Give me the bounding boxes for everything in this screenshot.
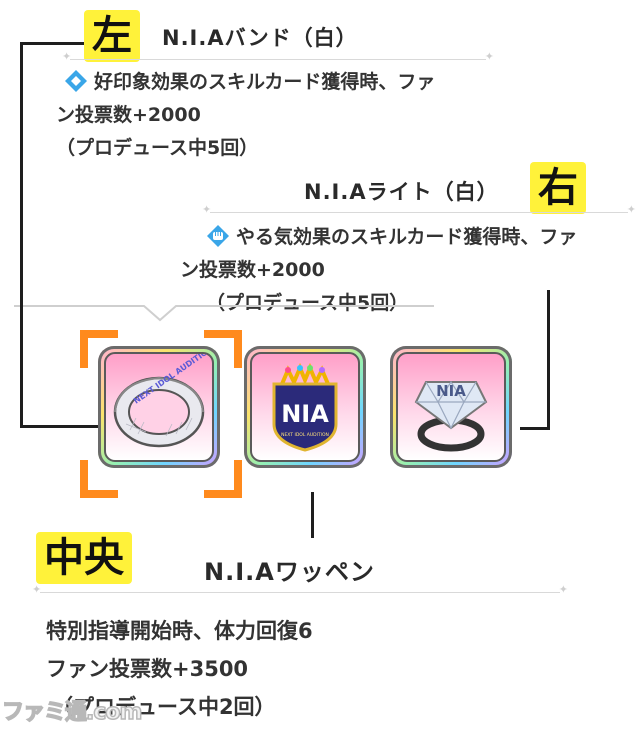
center-separator [32,583,568,596]
left-item-title: N.I.Aバンド（白） [162,26,358,50]
item-card-band[interactable]: NEXT IDOL AUDITION [98,346,220,468]
ring-label: NIA [436,382,466,400]
patch-label: NIA [281,400,329,428]
selection-bracket-tl [80,330,118,368]
watermark-logo: ファミ通.com [1,699,143,726]
right-desc-line-1: やる気効果のスキルカード獲得時、ファ [236,226,578,248]
right-separator [202,203,636,216]
right-desc-line-3: （プロデュース中5回） [206,292,409,314]
center-item-description: 特別指導開始時、体力回復6 ファン投票数+3500 （プロデュース中2回） [46,612,313,726]
item-card-ring[interactable]: NIA [390,346,512,468]
patch-icon: NIA NEXT IDOL AUDITION [272,362,338,452]
selection-bracket-tr [204,330,242,368]
selection-bracket-bl [80,460,118,498]
left-connector-top [20,42,84,45]
left-desc-line-3: （プロデュース中5回） [56,137,259,159]
good-impression-icon [65,70,87,92]
left-desc-line-2: ン投票数+2000 [56,104,201,126]
tag-right: 右 [530,162,586,214]
left-desc-line-1: 好印象効果のスキルカード獲得時、ファ [94,71,436,93]
ring-icon: NIA [414,380,488,452]
motivation-fist-icon [207,225,229,247]
right-desc-line-2: ン投票数+2000 [180,259,325,281]
right-item-description: やる気効果のスキルカード獲得時、ファ ン投票数+2000 （プロデュース中5回） [180,221,577,320]
center-item-title: N.I.Aワッペン [204,558,375,586]
center-desc-line-1: 特別指導開始時、体力回復6 [46,619,313,643]
left-connector-bottom [20,425,102,428]
right-item-title: N.I.Aライト（白） [304,180,499,204]
center-desc-line-2: ファン投票数+3500 [46,657,249,681]
right-connector-bottom [520,427,550,430]
center-connector [311,492,314,538]
left-item-description: 好印象効果のスキルカード獲得時、ファ ン投票数+2000 （プロデュース中5回） [56,66,435,165]
tag-left: 左 [84,10,140,62]
selection-pointer-line [14,305,434,322]
center-desc-line-3: （プロデュース中2回） [52,695,276,719]
tag-center: 中央 [36,532,132,584]
left-connector-vertical [20,42,23,428]
selection-bracket-br [204,460,242,498]
right-connector-vertical [547,290,550,430]
patch-sublabel: NEXT IDOL AUDITION [281,432,329,438]
band-icon: NEXT IDOL AUDITION [113,354,212,448]
left-separator [62,50,494,63]
item-card-patch[interactable]: NIA NEXT IDOL AUDITION [244,346,366,468]
